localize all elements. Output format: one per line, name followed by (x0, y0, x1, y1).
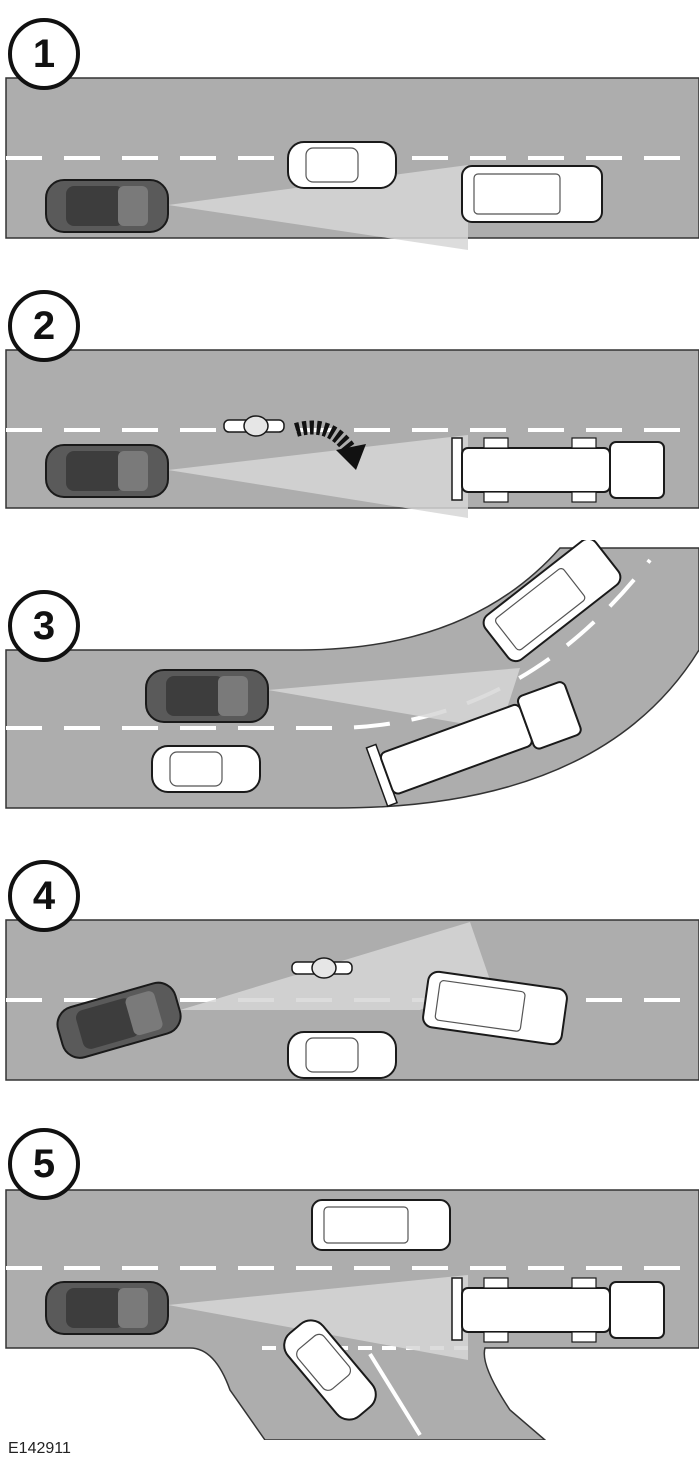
motorcycle (223, 415, 285, 437)
ego-car (56, 981, 182, 1059)
truck (451, 437, 665, 503)
ego-car (45, 1281, 169, 1335)
other-car (311, 1199, 451, 1251)
lane-change-arrow-icon (294, 420, 366, 470)
van (422, 970, 568, 1046)
step-number-badge: 1 (8, 18, 80, 90)
lane-marking (368, 1352, 422, 1437)
sensor-beam (168, 165, 468, 250)
sensor-beam (168, 1275, 468, 1360)
van (482, 540, 622, 663)
scenario-panel-4: 4 (0, 840, 699, 1100)
scenario-panel-1: 1 (0, 0, 699, 260)
ego-car (45, 444, 169, 498)
sensor-beam (268, 668, 520, 730)
step-number-badge: 4 (8, 860, 80, 932)
truck (451, 1277, 665, 1343)
scenario-panel-3: 3 (0, 540, 699, 830)
scene-3 (5, 540, 699, 809)
truck (365, 681, 582, 808)
figure-reference: E142911 (8, 1440, 71, 1457)
step-number-badge: 3 (8, 590, 80, 662)
ego-car (145, 669, 269, 723)
scenario-panel-5: 5 (0, 1110, 699, 1440)
step-number-badge: 2 (8, 290, 80, 362)
other-car (287, 1031, 397, 1079)
turning-car (283, 1319, 377, 1421)
van (461, 165, 603, 223)
scenario-panel-2: 2 (0, 270, 699, 530)
sensor-beam (168, 435, 468, 518)
motorcycle (291, 957, 353, 979)
scene-4 (5, 919, 699, 1081)
scene-1 (5, 77, 699, 250)
other-car (287, 141, 397, 189)
ego-car (45, 179, 169, 233)
scene-5 (5, 1189, 699, 1440)
other-car (151, 745, 261, 793)
scene-2 (5, 349, 699, 518)
step-number-badge: 5 (8, 1128, 80, 1200)
